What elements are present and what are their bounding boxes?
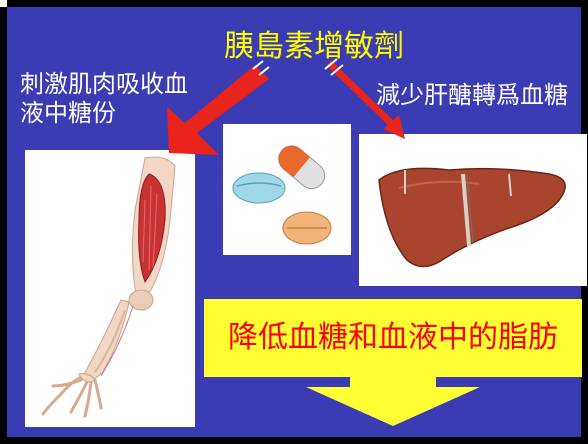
result-text: 降低血糖和血液中的脂肪 [204, 320, 582, 356]
corner-marker [0, 0, 7, 7]
arrow-to-liver [325, 59, 405, 139]
slide: 胰島素增敏劑 刺激肌肉吸收血 液中糖份 減少肝醣轉爲血糖 [7, 7, 581, 437]
result-callout: 降低血糖和血液中的脂肪 [204, 299, 582, 426]
down-arrow-shape [204, 299, 582, 426]
arrow-to-muscle [167, 61, 269, 155]
